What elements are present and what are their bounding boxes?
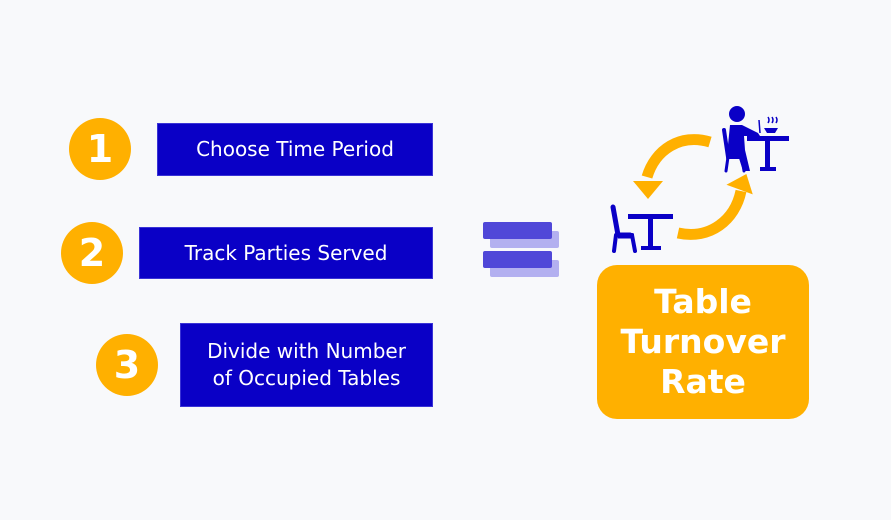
step-1-box: Choose Time Period <box>157 123 433 176</box>
equals-top-bar <box>483 222 552 239</box>
result-line-1: Table <box>654 282 752 321</box>
diner-at-table-icon <box>722 106 789 173</box>
step-2-label: Track Parties Served <box>184 240 388 265</box>
table-cycle-illustration <box>610 106 789 253</box>
equals-bottom-bar <box>483 251 552 268</box>
step-3-box: Divide with Number of Occupied Tables <box>180 323 433 407</box>
step-1-label: Choose Time Period <box>196 137 394 161</box>
step-1-number: 1 <box>86 127 114 171</box>
step-3-number-badge: 3 <box>96 334 158 396</box>
step-1-number-badge: 1 <box>69 118 131 180</box>
step-3-number: 3 <box>113 343 141 387</box>
step-2-box: Track Parties Served <box>139 227 433 279</box>
result-line-3: Rate <box>660 362 746 401</box>
step-3-label-line-2: of Occupied Tables <box>212 366 401 390</box>
empty-table-chair-icon <box>610 204 673 253</box>
step-3-label-line-1: Divide with Number <box>207 339 406 363</box>
result-line-2: Turnover <box>620 322 786 361</box>
step-2-number: 2 <box>78 231 106 275</box>
step-2-number-badge: 2 <box>61 222 123 284</box>
cycle-arrow-right-icon <box>676 173 753 240</box>
result-table-turnover-rate: Table Turnover Rate <box>597 265 809 419</box>
cycle-arrow-left-icon <box>633 134 712 199</box>
